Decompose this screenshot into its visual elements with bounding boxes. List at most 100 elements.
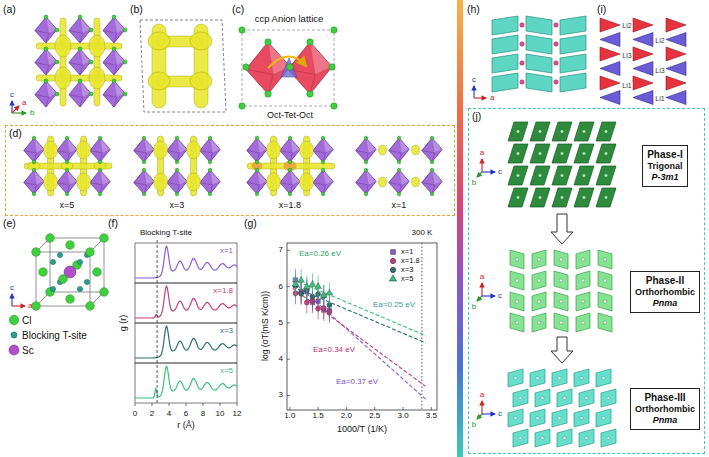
polyhedron [560,54,586,73]
tick-label: 3.0 [397,412,408,421]
phase-polyhedron [576,313,590,332]
legend-swatch [8,329,20,341]
octahedron [69,49,91,75]
isosurface [412,177,420,187]
tick [287,322,290,323]
phase-polyhedron [513,429,528,447]
cl-atom [208,192,212,196]
tetrahedron [281,58,297,77]
cl-atom [112,79,116,83]
isosurface [148,72,170,90]
plot-frame [287,243,437,410]
tick-label: 0 [133,410,137,419]
cl-atom [32,168,36,172]
cl-atom [288,168,292,172]
activation-energy: Ea=0.34 eV [312,346,356,355]
temperature-marker: 300 K [412,229,433,238]
panel-label: (j) [469,109,704,124]
legend-swatch [8,314,20,326]
octahedron [280,138,300,162]
cl-atom [32,136,36,140]
panel-b [140,20,226,112]
tick [287,250,290,251]
li-atom [604,152,608,156]
axis-title: log (σT(mS K/cm)) [261,291,270,361]
octahedron-edge [69,31,83,34]
phase-polyhedron [596,188,616,207]
cl-atom [255,168,259,172]
structure-d [247,136,335,196]
octahedron [90,170,110,194]
cl-atom [142,192,146,196]
li-atom [538,174,542,178]
octahedron-edge [80,65,83,75]
phase-polyhedron [530,188,550,207]
octahedron-face [177,138,187,153]
isosurface [267,141,281,159]
li-atom [560,130,564,134]
cl-atom [175,192,179,196]
legend-symbol [390,267,395,272]
polyhedron [526,54,552,73]
li-atom [519,396,522,399]
octahedron-edge [80,33,83,43]
li-atom [516,130,520,134]
axis-letter: a [490,94,494,103]
tick-label: 3 [279,391,283,400]
octahedron [35,81,57,107]
li-atom [515,300,518,303]
legend-symbol [390,258,395,263]
cl-atom [32,192,36,196]
axis-arrow [481,159,482,172]
tick-label: 8 [201,410,205,419]
tick-label: 2 [150,410,154,419]
octahedron-edge [114,97,117,107]
octahedron-edge [313,183,326,185]
cl-atom [32,160,36,164]
phase-polyhedron [530,122,550,141]
space-group: Pnma [635,415,695,426]
phase-polyhedron [513,389,528,407]
li-atom [604,196,608,200]
crystal-system: Orthorhombic [635,287,695,298]
axis-arrow [477,414,482,419]
polyhedron [560,35,586,54]
li-atom [514,416,517,419]
octahedron-edge [200,183,213,185]
axis-note: Blocking T-site [140,229,192,238]
composition-label: x=5 [60,201,75,211]
axis-letter: a [480,149,484,158]
cl-atom [86,302,95,311]
tick-label: 4 [167,410,171,419]
octahedron-face [323,138,333,153]
phase-polyhedron [554,313,568,332]
octahedron-face [144,170,154,185]
octahedron-edge [57,183,70,185]
unit-cell [242,30,334,106]
octahedron [57,170,77,194]
transition-arrow [551,214,573,244]
isosurface [55,35,71,57]
axis-arrow [482,413,495,414]
li-atom [558,376,561,379]
octahedron-face [399,170,409,185]
tick-label: 2.0 [341,412,352,421]
cl-atom [89,28,93,32]
li-atom [581,258,584,261]
octahedron-face [432,170,442,185]
phase-polyhedron [574,409,589,427]
octahedron-edge [24,183,37,185]
polyhedron [492,16,518,35]
li-atom [603,300,606,303]
phase-polyhedron [596,166,616,185]
cl-atom [239,103,245,109]
structure-d [356,136,442,196]
octahedron [134,138,154,162]
octahedron-face [399,138,409,153]
li-atom [537,300,540,303]
cl-atom [239,27,245,33]
cl-atom [142,168,146,172]
axis-letter: c [498,410,502,419]
isosurface [379,145,387,155]
li-atom [559,300,562,303]
